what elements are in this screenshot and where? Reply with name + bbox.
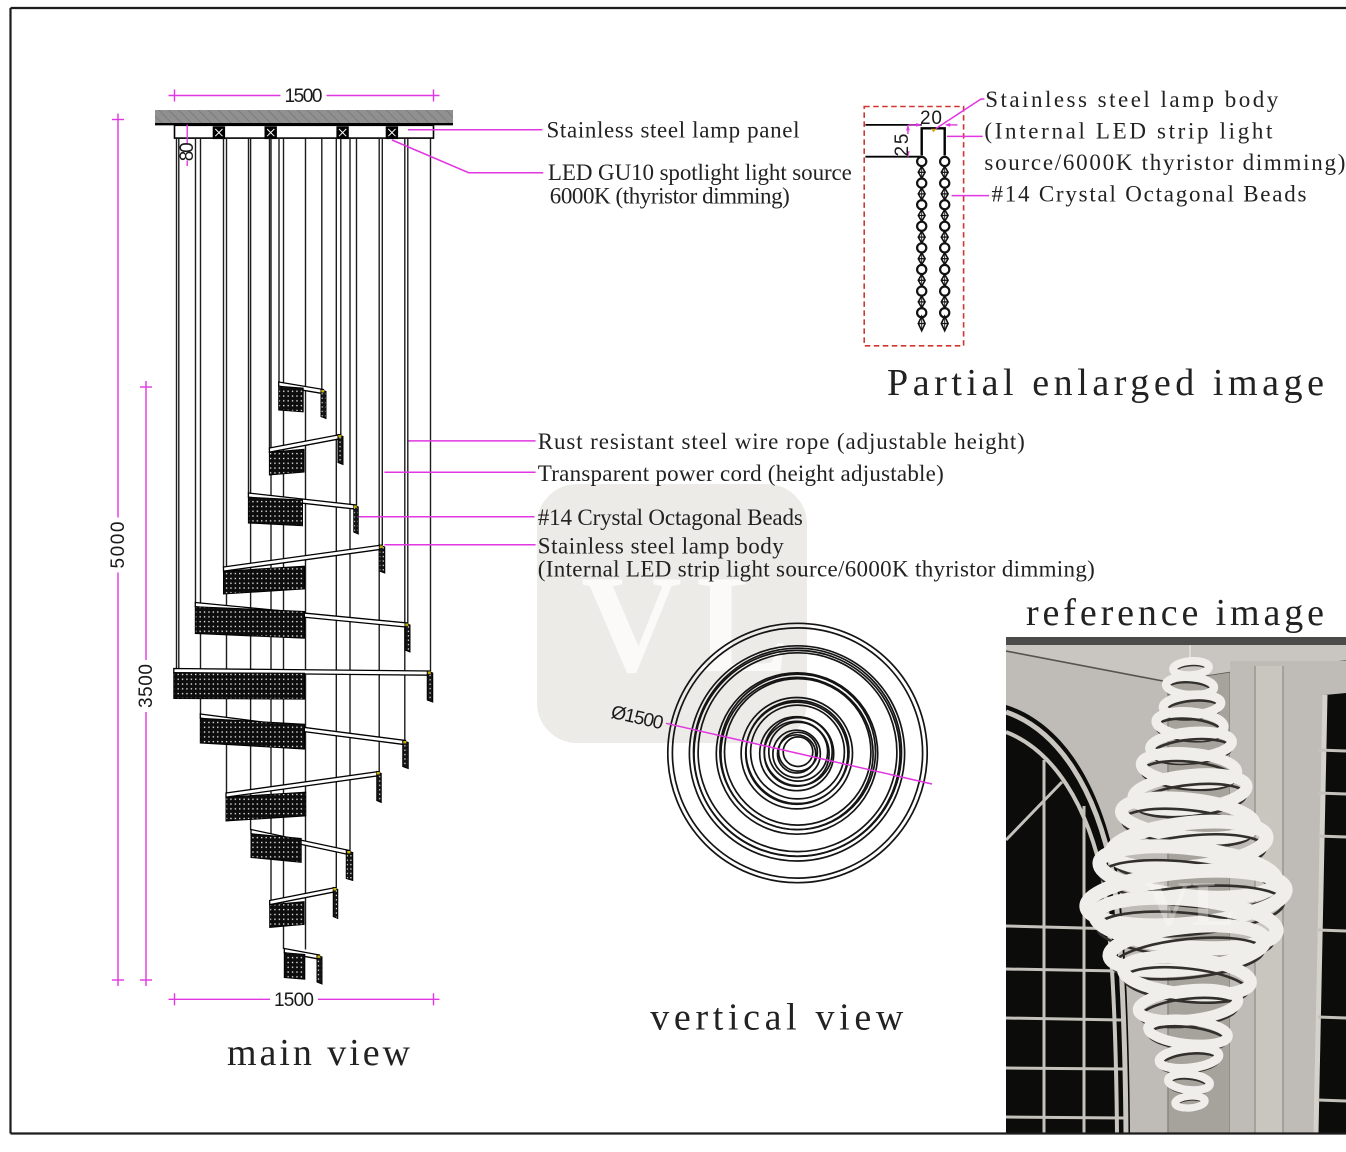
svg-text:VL: VL bbox=[1146, 868, 1235, 939]
svg-text:1500: 1500 bbox=[285, 86, 323, 107]
svg-text:6000K (thyristor dimming): 6000K (thyristor dimming) bbox=[550, 184, 790, 209]
svg-text:LED GU10 spotlight light sourc: LED GU10 spotlight light source bbox=[548, 160, 852, 185]
svg-text:source/6000K thyristor dimming: source/6000K thyristor dimming) bbox=[984, 150, 1345, 175]
svg-text:20: 20 bbox=[920, 108, 942, 129]
svg-text:80: 80 bbox=[177, 142, 198, 161]
svg-text:(Internal LED strip light: (Internal LED strip light bbox=[984, 119, 1273, 144]
svg-text:Stainless steel lamp panel: Stainless steel lamp panel bbox=[547, 118, 800, 143]
svg-text:(Internal LED strip light sour: (Internal LED strip light source/6000K t… bbox=[538, 557, 1095, 582]
svg-text:Stainless steel lamp body: Stainless steel lamp body bbox=[985, 87, 1278, 112]
svg-text:Rust resistant steel wire rope: Rust resistant steel wire rope (adjustab… bbox=[538, 429, 1025, 454]
svg-text:reference image: reference image bbox=[1026, 592, 1324, 634]
svg-text:3500: 3500 bbox=[136, 664, 157, 708]
svg-text:#14 Crystal Octagonal Beads: #14 Crystal Octagonal Beads bbox=[538, 505, 803, 530]
svg-text:Stainless steel lamp body: Stainless steel lamp body bbox=[538, 534, 785, 559]
svg-text:main view: main view bbox=[227, 1032, 411, 1074]
svg-text:5000: 5000 bbox=[108, 522, 129, 569]
svg-text:Partial enlarged image: Partial enlarged image bbox=[887, 362, 1324, 404]
svg-text:vertical view: vertical view bbox=[650, 997, 904, 1039]
svg-text:25: 25 bbox=[892, 134, 913, 157]
svg-text:Transparent power cord (height: Transparent power cord (height adjustabl… bbox=[538, 461, 944, 486]
svg-text:1500: 1500 bbox=[274, 990, 314, 1011]
svg-text:VL: VL bbox=[581, 547, 803, 702]
svg-text:#14 Crystal Octagonal Beads: #14 Crystal Octagonal Beads bbox=[992, 182, 1307, 207]
